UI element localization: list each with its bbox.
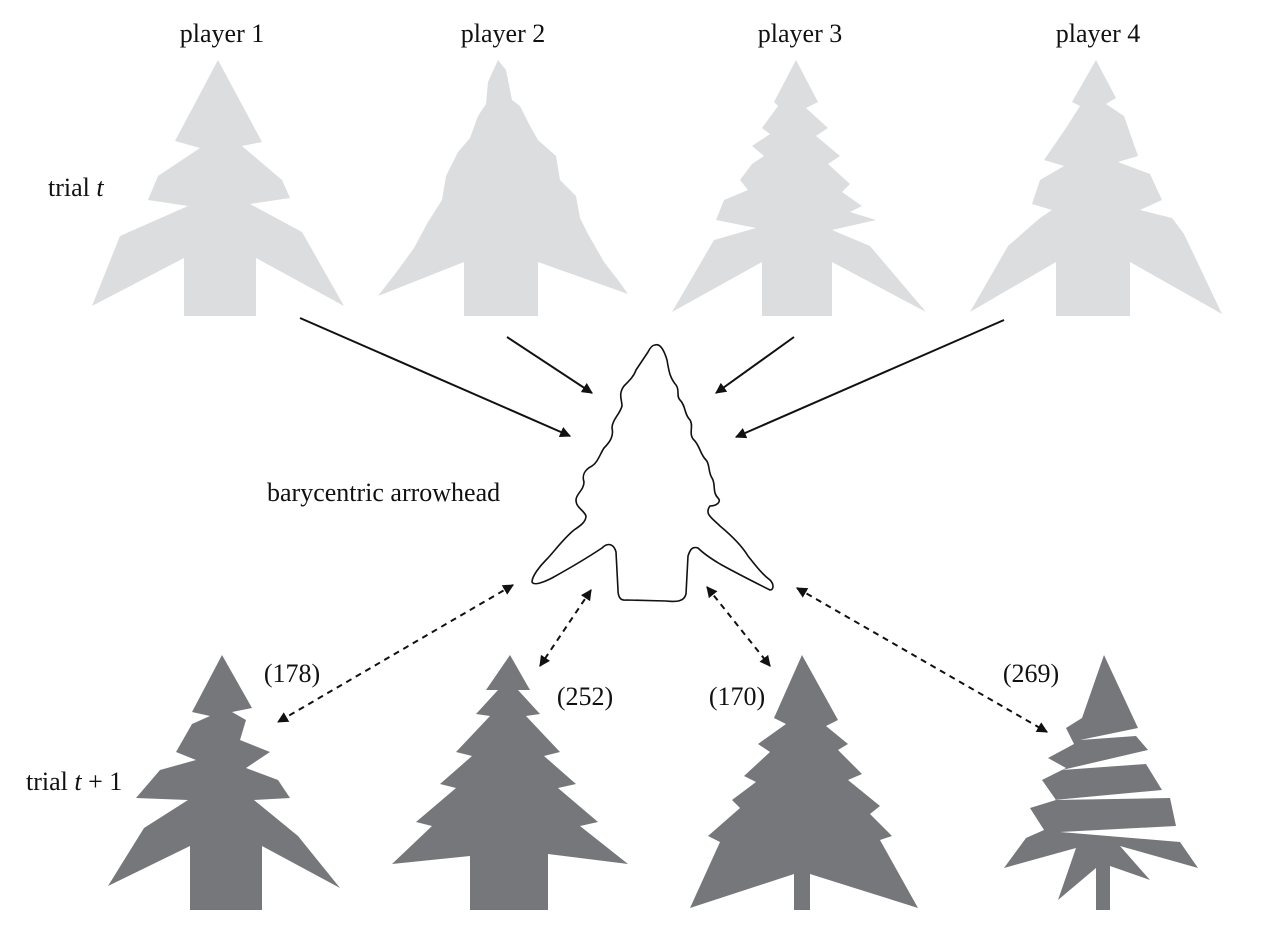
distance-label-2: (252) (557, 682, 613, 711)
player-2-label: player 2 (461, 19, 545, 48)
player-4-arrowhead (970, 60, 1222, 316)
arrow-player-3 (715, 336, 795, 394)
player-1-label: player 1 (180, 19, 264, 48)
dashed-arrow-3 (706, 586, 771, 667)
distance-label-3: (170) (709, 682, 765, 711)
arrow-player-2 (506, 336, 593, 394)
trial-t-plus-1-arrowheads (108, 655, 1198, 910)
dashed-arrow-4 (796, 587, 1048, 733)
next-arrowhead-2 (392, 655, 628, 910)
barycentric-arrowhead-outline (531, 343, 774, 603)
distance-label-4: (269) (1003, 659, 1059, 688)
arrow-player-1 (299, 317, 572, 438)
dashed-arrow-2 (539, 589, 592, 667)
player-2-arrowhead (378, 60, 628, 316)
trial-t-arrowheads (92, 60, 1222, 316)
distance-label-1: (178) (264, 659, 320, 688)
player-3-arrowhead (672, 60, 926, 316)
player-4-label: player 4 (1056, 19, 1140, 48)
barycentric-arrowhead-label: barycentric arrowhead (267, 478, 500, 507)
player-3-label: player 3 (758, 19, 842, 48)
trial-t-plus-1-label: trial t + 1 (26, 767, 122, 796)
trial-t-label: trial t (48, 173, 104, 202)
next-arrowhead-4 (1004, 655, 1198, 910)
next-arrowhead-3 (690, 655, 918, 910)
dashed-arrow-1 (277, 584, 514, 723)
convergence-arrows (299, 317, 1005, 439)
player-1-arrowhead (92, 60, 344, 316)
arrow-player-4 (734, 319, 1005, 439)
next-arrowhead-1 (108, 655, 340, 910)
distance-arrows (277, 584, 1048, 733)
